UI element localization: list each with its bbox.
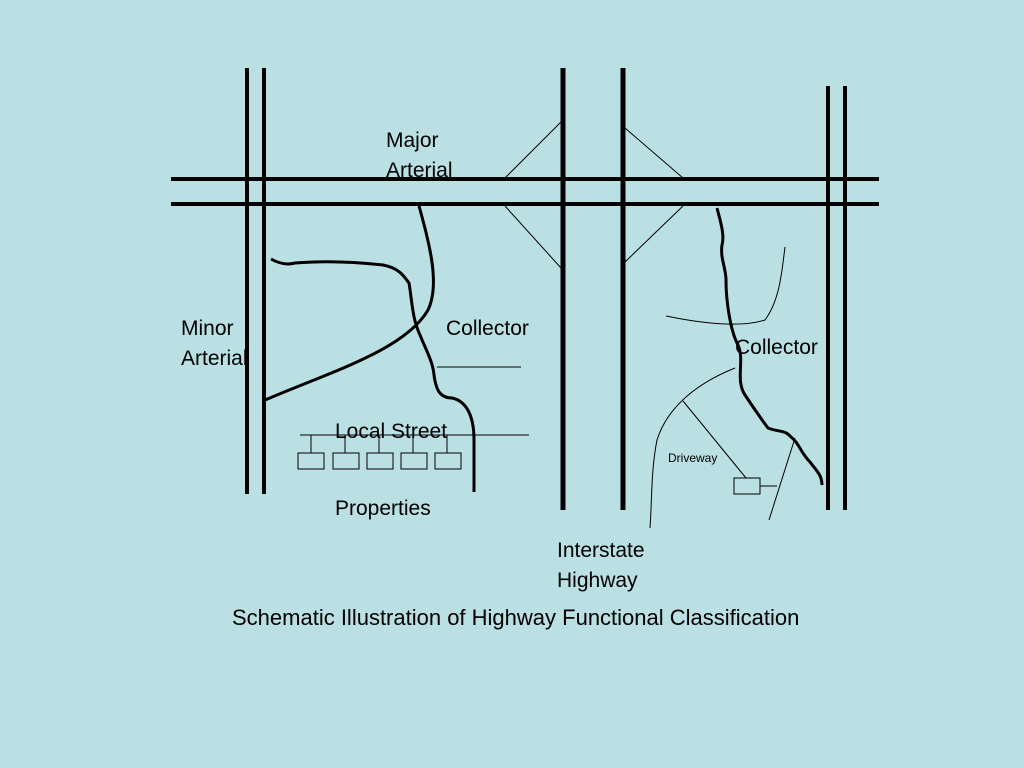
major-arterial-label: Major Arterial bbox=[386, 129, 453, 182]
property-box bbox=[297, 452, 325, 470]
property-box bbox=[332, 452, 360, 470]
right-spur-road bbox=[768, 437, 796, 521]
right-local-road-upper bbox=[665, 246, 786, 325]
collector-left-label: Collector bbox=[446, 317, 529, 340]
property-box bbox=[434, 452, 462, 470]
local-street-label: Local Street bbox=[335, 420, 448, 443]
driveway-road bbox=[682, 400, 747, 479]
right-local-road-lower bbox=[649, 367, 736, 529]
driveway-label: Driveway bbox=[668, 451, 718, 465]
property-box bbox=[366, 452, 394, 470]
diagram-caption: Schematic Illustration of Highway Functi… bbox=[232, 605, 800, 630]
property-box bbox=[400, 452, 428, 470]
minor-arterial-label: Minor Arterial bbox=[181, 317, 248, 370]
interstate-highway-label: Interstate Highway bbox=[557, 539, 645, 592]
collector-left-branch bbox=[270, 257, 476, 492]
driveway-property-box bbox=[733, 477, 761, 495]
properties-group bbox=[297, 435, 462, 470]
collector-right-label: Collector bbox=[735, 336, 818, 359]
interchange-ramps bbox=[504, 121, 684, 269]
collector-right-road bbox=[715, 207, 824, 486]
collector-left-road bbox=[264, 205, 435, 402]
properties-label: Properties bbox=[335, 497, 431, 520]
